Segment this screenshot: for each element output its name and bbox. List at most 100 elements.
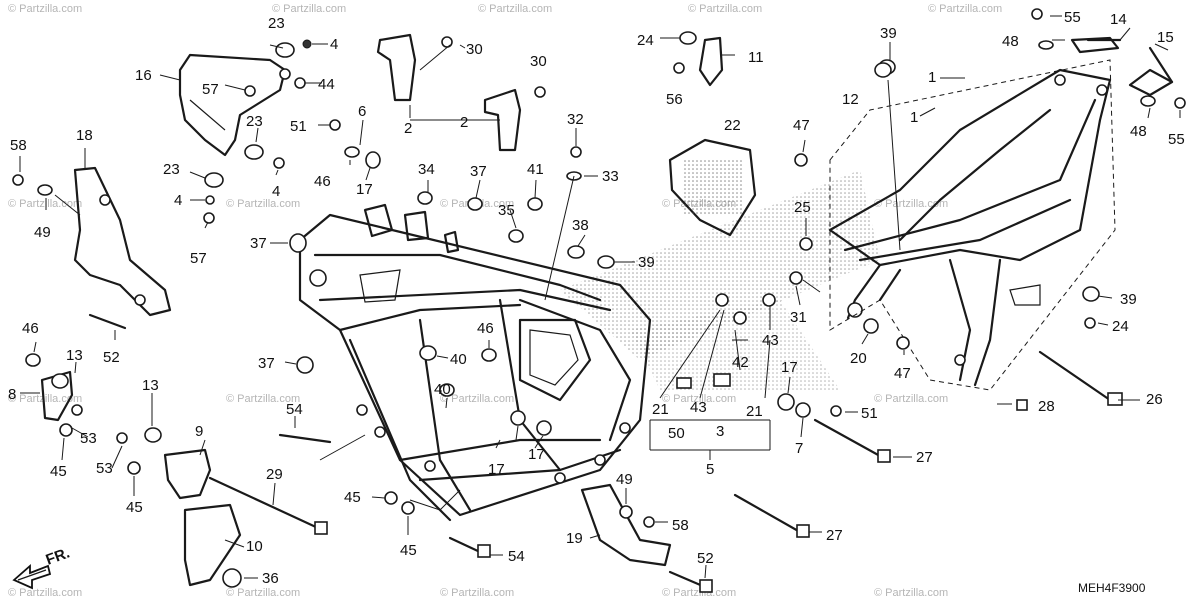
svg-text:© Partzilla.com: © Partzilla.com: [662, 587, 736, 598]
svg-text:© Partzilla.com: © Partzilla.com: [226, 587, 300, 598]
leader-lines: [19, 15, 1181, 579]
svg-text:© Partzilla.com: © Partzilla.com: [8, 198, 82, 210]
callout: 57: [190, 250, 207, 267]
stipple-shading-lower: [630, 300, 840, 390]
svg-text:© Partzilla.com: © Partzilla.com: [8, 587, 82, 598]
callout: 37: [250, 235, 267, 252]
callout: 17: [528, 446, 545, 463]
svg-text:© Partzilla.com: © Partzilla.com: [8, 3, 82, 15]
svg-text:© Partzilla.com: © Partzilla.com: [440, 587, 514, 598]
callout: 37: [470, 163, 487, 180]
callout: 25: [794, 199, 811, 216]
callout: 23: [163, 161, 180, 178]
callout: 8: [8, 386, 16, 403]
callout: 14: [1110, 11, 1127, 28]
callout: 45: [400, 542, 417, 559]
callout: 17: [488, 461, 505, 478]
callout: 54: [508, 548, 525, 565]
diagram-code: MEH4F3900: [1078, 581, 1146, 595]
callout: 43: [762, 332, 779, 349]
callout: 58: [10, 137, 27, 154]
callout: 58: [672, 517, 689, 534]
callout: 13: [66, 347, 83, 364]
callout: 30: [530, 53, 547, 70]
callout: 10: [246, 538, 263, 555]
callout: 48: [1002, 33, 1019, 50]
svg-text:© Partzilla.com: © Partzilla.com: [928, 3, 1002, 15]
callout: 51: [861, 405, 878, 422]
callout: 33: [602, 168, 619, 185]
callout: 20: [850, 350, 867, 367]
callout: 1: [928, 69, 936, 86]
callout: 12: [842, 91, 859, 108]
callout: 41: [527, 161, 544, 178]
callout: 27: [826, 527, 843, 544]
svg-text:© Partzilla.com: © Partzilla.com: [440, 393, 514, 405]
svg-text:© Partzilla.com: © Partzilla.com: [874, 198, 948, 210]
callout: 21: [652, 401, 669, 418]
left-hanger-bracket: [73, 166, 172, 317]
callout: 6: [358, 103, 366, 120]
callout: 45: [126, 499, 143, 516]
subframe-outline: [829, 59, 1116, 391]
callout: 1: [910, 109, 918, 126]
callout: 23: [268, 15, 285, 32]
svg-text:© Partzilla.com: © Partzilla.com: [226, 393, 300, 405]
callout: 53: [96, 460, 113, 477]
callout-labels: 23 4 30 24 11 55 14 39 48 15 16 44 57 2 …: [8, 9, 1185, 587]
callout: 29: [266, 466, 283, 483]
svg-text:© Partzilla.com: © Partzilla.com: [874, 587, 948, 598]
callout: 13: [142, 377, 159, 394]
small-hardware: [12, 8, 1186, 588]
callout: 17: [781, 359, 798, 376]
callout: 53: [80, 430, 97, 447]
svg-text:© Partzilla.com: © Partzilla.com: [688, 3, 762, 15]
callout: 30: [466, 41, 483, 58]
callout: 49: [616, 471, 633, 488]
callout: 40: [450, 351, 467, 368]
svg-text:© Partzilla.com: © Partzilla.com: [662, 393, 736, 405]
callout: 55: [1168, 131, 1185, 148]
svg-text:© Partzilla.com: © Partzilla.com: [874, 393, 948, 405]
callout: 3: [716, 423, 724, 440]
callout: 11: [748, 49, 764, 66]
callout: 32: [567, 111, 584, 128]
callout: 4: [174, 192, 182, 209]
callout: 2: [404, 120, 412, 137]
callout: 24: [637, 32, 654, 49]
callout: 42: [732, 354, 749, 371]
svg-text:© Partzilla.com: © Partzilla.com: [8, 393, 82, 405]
callout: 4: [272, 183, 280, 200]
callout: 34: [418, 161, 435, 178]
callout: 17: [356, 181, 373, 198]
callout: 28: [1038, 398, 1055, 415]
svg-text:© Partzilla.com: © Partzilla.com: [226, 198, 300, 210]
callout: 49: [34, 224, 51, 241]
callout: 46: [314, 173, 331, 190]
callout: 57: [202, 81, 219, 98]
callout: 21: [746, 403, 763, 420]
callout: 47: [793, 117, 810, 134]
callout: 7: [795, 440, 803, 457]
callout: 26: [1146, 391, 1163, 408]
callout: 43: [690, 399, 707, 416]
callout: 19: [566, 530, 583, 547]
svg-text:© Partzilla.com: © Partzilla.com: [478, 3, 552, 15]
callout: 31: [790, 309, 807, 326]
callout: 47: [894, 365, 911, 382]
callout: 56: [666, 91, 683, 108]
callout: 54: [286, 401, 303, 418]
callout: 51: [290, 118, 307, 135]
callout: 39: [1120, 291, 1137, 308]
callout: 22: [724, 117, 741, 134]
heat-shield: [668, 138, 757, 237]
callout: 39: [638, 254, 655, 271]
callout: 46: [477, 320, 494, 337]
callout: 16: [135, 67, 152, 84]
callout: 36: [262, 570, 279, 587]
callout: 40: [434, 381, 451, 398]
callout: 50: [668, 425, 685, 442]
handle-bracket: [178, 53, 287, 157]
callout: 48: [1130, 123, 1147, 140]
callout: 44: [318, 76, 335, 93]
